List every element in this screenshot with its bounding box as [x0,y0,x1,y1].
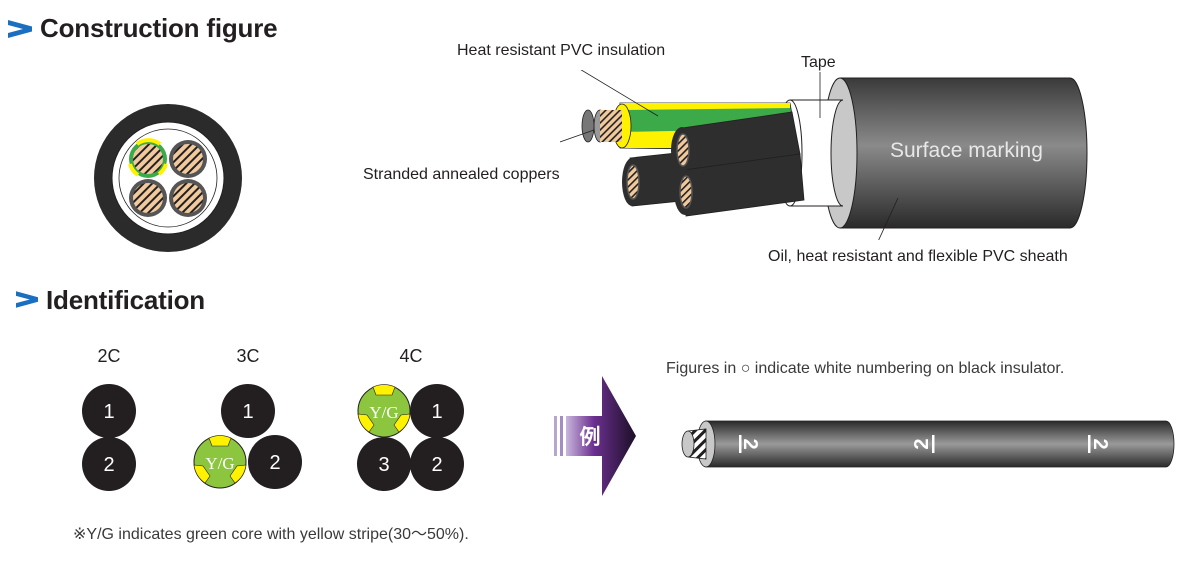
figures-note: Figures in ○ indicate white numbering on… [666,360,1065,377]
label-conductor: Stranded annealed coppers [363,166,560,183]
group-label-4c: 4C [399,346,423,366]
core-2c-1: 1 [82,384,136,438]
chevron-bullet-icon [16,291,38,308]
svg-text:Y/G: Y/G [205,454,234,473]
leader-conductor [560,129,595,143]
svg-text:2: 2 [103,454,114,476]
footnote: ※Y/G indicates green core with yellow st… [73,526,469,543]
label-sheath: Oil, heat resistant and flexible PVC she… [768,248,1068,265]
svg-text:2: 2 [431,454,442,476]
label-surface-marking: Surface marking [890,139,1043,162]
example-arrow-icon: 例 [554,376,636,496]
core-2c-2: 2 [82,437,136,491]
svg-text:2: 2 [739,438,761,449]
svg-text:2: 2 [911,438,933,449]
core-4c-1: 1 [410,384,464,438]
core-black-1 [169,140,207,178]
core-3c-1: 1 [221,384,275,438]
core-black-2 [169,179,207,217]
group-label-2c: 2C [97,346,121,366]
core-marking: 2 [911,438,933,449]
svg-text:3: 3 [378,454,389,476]
core-black-3 [129,179,167,217]
core-black-bottom [674,153,805,217]
section-title-identification: Identification [46,285,205,315]
cable-cross-section [94,104,242,252]
label-tape: Tape [801,54,836,71]
core-marking: 2 [1089,438,1111,449]
chevron-bullet-icon [8,20,32,38]
section-title-construction: Construction figure [40,13,278,43]
core-black-top [671,111,801,173]
cable-illustration [560,70,1088,240]
leader-insulation [580,70,659,117]
tape-layer [111,121,225,235]
core-4c-yg: Y/G [357,384,411,438]
svg-text:例: 例 [580,425,601,449]
core-marking: 2 [739,438,761,449]
svg-text:1: 1 [431,401,442,423]
core-3c-yg: Y/G [193,435,247,489]
core-4c-2: 2 [410,437,464,491]
core-3c-2: 2 [248,435,302,489]
svg-text:2: 2 [269,452,280,474]
core-yg [128,138,168,178]
svg-text:2: 2 [1089,438,1111,449]
svg-text:1: 1 [242,401,253,423]
core-4c-3: 3 [357,437,411,491]
label-insulation: Heat resistant PVC insulation [457,42,666,59]
svg-text:Y/G: Y/G [369,403,398,422]
group-label-3c: 3C [236,346,260,366]
marked-core-example: 2 2 2 [681,420,1175,468]
svg-text:1: 1 [103,401,114,423]
core-identification-diagram: 1 2 1 Y/G 2 Y/G 1 3 2 [82,384,464,491]
leader-sheath [878,197,899,240]
